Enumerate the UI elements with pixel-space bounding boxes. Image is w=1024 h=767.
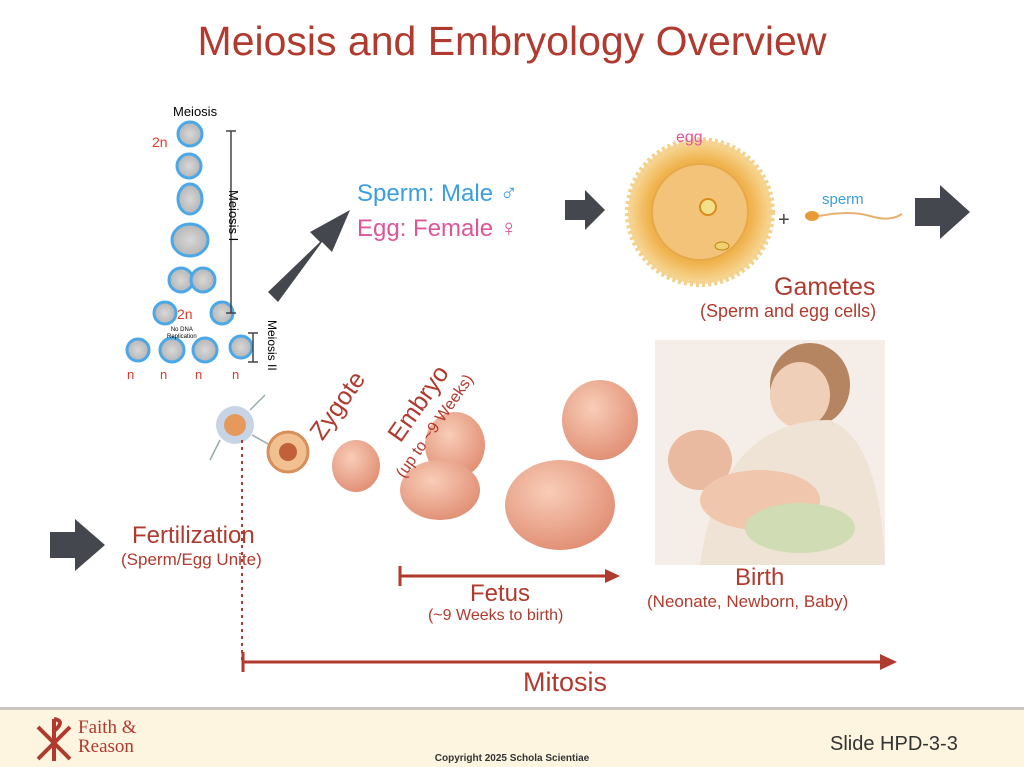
- fertilization-subtitle: (Sperm/Egg Unite): [121, 550, 262, 569]
- arrow-to-gametes: [268, 210, 350, 302]
- fetus-arrow: [398, 566, 620, 586]
- fetus-small-illustration: [400, 412, 485, 520]
- chi-rho-logo-icon: [36, 717, 72, 761]
- copyright: Copyright 2025 Schola Scientiae: [434, 753, 590, 764]
- haploid-label: n: [127, 367, 135, 382]
- fetus-large-illustration: [505, 380, 638, 550]
- arrow-fertilization: [50, 519, 105, 571]
- logo-line-2: Reason: [78, 736, 134, 757]
- gametes-title: Gametes: [774, 273, 876, 301]
- logo-line-1: Faith &: [78, 717, 137, 738]
- meiosis-heading: Meiosis: [173, 104, 218, 119]
- fertilized-egg: [209, 394, 271, 461]
- logo-text: Faith &Reason: [78, 718, 137, 756]
- zygote-illustration: [266, 430, 310, 474]
- mitosis-arrow: [241, 652, 897, 672]
- sperm-illustration: [805, 211, 903, 221]
- fetus-label: Fetus: [470, 580, 531, 607]
- diploid-label-2: 2n: [177, 306, 193, 322]
- fetus-subtitle: (~9 Weeks to birth): [428, 607, 564, 624]
- meiosis-i-label: Meiosis I: [226, 190, 241, 242]
- sperm-label: sperm: [822, 191, 864, 208]
- note-line-1: No DNA: [170, 327, 193, 333]
- egg-illustration: [625, 137, 775, 287]
- birth-label: Birth: [735, 564, 785, 591]
- haploid-label: n: [232, 367, 240, 382]
- footer: Faith &Reason Copyright 2025 Schola Scie…: [0, 707, 1024, 767]
- sperm-male-label: Sperm: Male ♂: [357, 180, 518, 207]
- note-line-2: Replication: [167, 334, 197, 340]
- mother-baby-photo: [655, 340, 885, 565]
- fertilization-label: Fertilization: [132, 522, 255, 549]
- haploid-label: n: [160, 367, 168, 382]
- egg-female-label: Egg: Female ♀: [357, 215, 518, 242]
- diagram-graphics: [50, 120, 970, 672]
- birth-subtitle: (Neonate, Newborn, Baby): [647, 592, 849, 611]
- plus-sign: +: [778, 209, 790, 231]
- arrow-right-2: [915, 185, 970, 239]
- slide-title: Meiosis and Embryology Overview: [197, 18, 827, 64]
- mitosis-label: Mitosis: [523, 667, 608, 697]
- gametes-subtitle: (Sperm and egg cells): [700, 301, 877, 321]
- haploid-label: n: [195, 367, 203, 382]
- diploid-label: 2n: [152, 134, 168, 150]
- meiosis-cells: [125, 120, 254, 364]
- meiosis-ii-label: Meiosis II: [265, 320, 279, 371]
- embryo-illustration: [332, 440, 380, 492]
- arrow-right-1: [565, 190, 605, 230]
- slide-number: Slide HPD-3-3: [830, 733, 958, 755]
- egg-label: egg: [676, 129, 703, 146]
